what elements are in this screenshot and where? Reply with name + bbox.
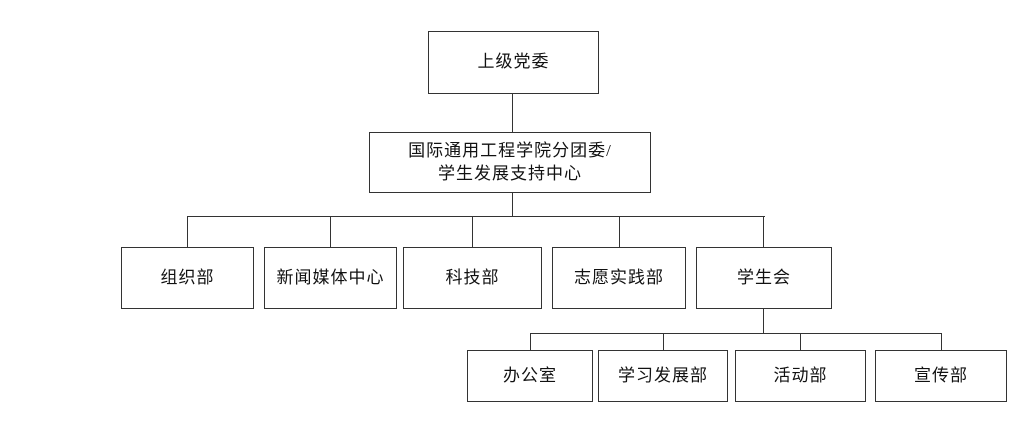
node-office: 办公室 <box>467 350 593 402</box>
node-label: 国际通用工程学院分团委/ 学生发展支持中心 <box>408 140 612 186</box>
connector-level4-bar <box>530 333 942 335</box>
node-activity-dept: 活动部 <box>735 350 866 402</box>
connector-drop-science-tech-dept <box>472 216 474 247</box>
connector-student-union-stub <box>763 309 765 334</box>
node-label-line-1: 国际通用工程学院分团委/ <box>408 140 612 160</box>
connector-drop-news-media-center <box>330 216 332 247</box>
connector-level3-bar <box>187 216 765 218</box>
node-label-line-2: 学生发展支持中心 <box>437 163 582 183</box>
node-news-media-center: 新闻媒体中心 <box>264 247 397 309</box>
node-organization-dept: 组织部 <box>121 247 254 309</box>
connector-drop-activity-dept <box>800 333 802 351</box>
connector-drop-student-union <box>763 216 765 247</box>
node-learning-development-dept: 学习发展部 <box>598 350 728 402</box>
connector-drop-publicity-dept <box>941 333 943 351</box>
node-volunteer-practice-dept: 志愿实践部 <box>552 247 686 309</box>
node-superior-party-committee: 上级党委 <box>428 31 599 94</box>
connector-drop-learning-development-dept <box>663 333 665 351</box>
connector-committee-stub <box>512 193 514 217</box>
node-publicity-dept: 宣传部 <box>875 350 1007 402</box>
node-student-union: 学生会 <box>696 247 832 309</box>
connector-drop-organization-dept <box>187 216 189 247</box>
node-science-tech-dept: 科技部 <box>403 247 542 309</box>
node-league-committee-student-support-center: 国际通用工程学院分团委/ 学生发展支持中心 <box>369 132 651 193</box>
connector-drop-volunteer-practice-dept <box>619 216 621 247</box>
connector-drop-office <box>530 333 532 351</box>
connector-root-to-committee <box>512 94 514 132</box>
